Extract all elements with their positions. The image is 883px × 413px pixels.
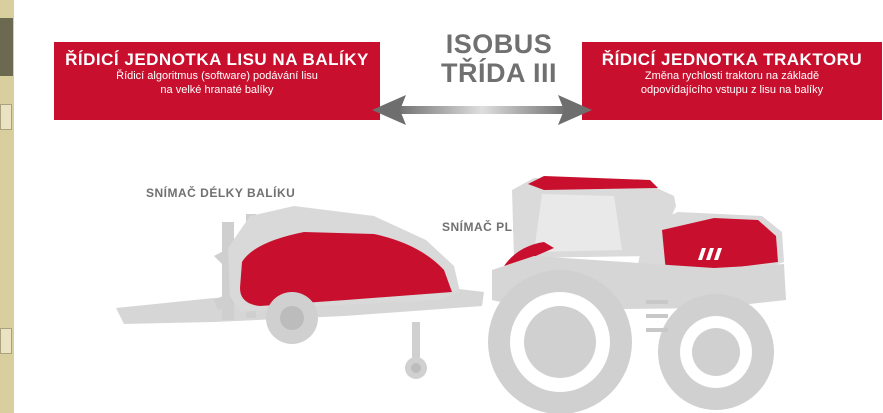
baler-unit-subtitle-2: na velké hranaté balíky bbox=[160, 84, 274, 96]
side-key[interactable] bbox=[0, 104, 12, 130]
isobus-diagram: ŘÍDICÍ JEDNOTKA LISU NA BALÍKY Řídicí al… bbox=[14, 0, 883, 413]
tractor-unit-subtitle-1: Změna rychlosti traktoru na základě bbox=[644, 70, 820, 82]
baler-unit-subtitle-1: Řídicí algoritmus (software) podávání li… bbox=[116, 70, 318, 82]
hood-vent-icon bbox=[698, 248, 722, 260]
tractor-unit-subtitle-2: odpovídajícího vstupu z lisu na balíky bbox=[640, 84, 824, 96]
isobus-line-1: ISOBUS bbox=[445, 29, 553, 59]
diagram-graphics bbox=[116, 95, 786, 413]
baler-control-unit-box: ŘÍDICÍ JEDNOTKA LISU NA BALÍKY Řídicí al… bbox=[54, 42, 380, 120]
baler-unit-title: ŘÍDICÍ JEDNOTKA LISU NA BALÍKY bbox=[65, 50, 369, 69]
side-key[interactable] bbox=[0, 328, 12, 354]
baler-illustration bbox=[116, 206, 484, 379]
tractor-control-unit-box: ŘÍDICÍ JEDNOTKA TRAKTORU Změna rychlosti… bbox=[582, 42, 882, 120]
tractor-illustration bbox=[488, 176, 786, 413]
left-side-panel bbox=[0, 0, 14, 413]
tractor-unit-title: ŘÍDICÍ JEDNOTKA TRAKTORU bbox=[601, 50, 863, 69]
bale-length-sensor-label: SNÍMAČ DÉLKY BALÍKU bbox=[146, 186, 296, 200]
isobus-line-2: TŘÍDA III bbox=[441, 58, 557, 88]
isobus-label: ISOBUS TŘÍDA III bbox=[424, 30, 574, 88]
bidirectional-arrow-icon bbox=[372, 95, 592, 125]
side-display bbox=[0, 18, 13, 76]
